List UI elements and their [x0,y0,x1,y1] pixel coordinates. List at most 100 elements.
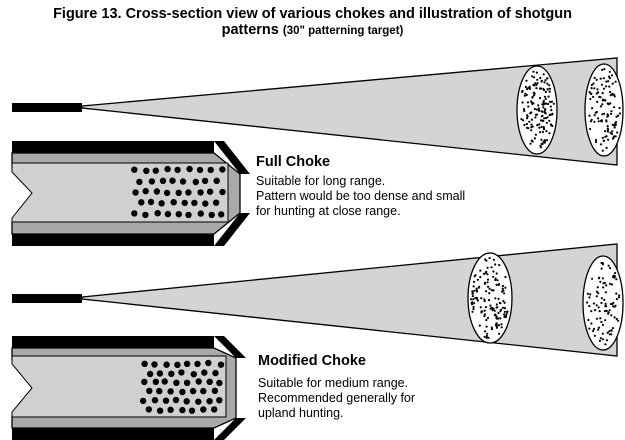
shot-pellet [145,406,152,413]
pattern-pellet [609,131,612,134]
pattern-pellet [487,336,490,339]
pattern-pellet [604,135,607,138]
pattern-pellet [600,267,603,270]
pattern-pellet [530,118,534,121]
pattern-pellet [601,68,604,71]
pattern-pellet [543,109,546,112]
pattern-pellet [600,297,604,300]
shot-pellet [146,387,153,395]
pattern-pellet [603,298,606,301]
pattern-pellet [499,310,502,313]
shot-pellet [141,360,148,367]
pattern-pellet [615,115,618,118]
pattern-pellet [544,97,547,101]
pattern-pellet [611,137,615,140]
pattern-pellet [471,292,474,295]
shot-pellet [200,387,207,395]
pattern-pellet [537,107,541,110]
pattern-pellet [503,310,506,313]
pattern-pellet [485,270,488,273]
shot-pellet [132,189,139,196]
pattern-pellet [611,82,614,85]
pattern-pellet [590,322,593,325]
pattern-pellet [492,275,495,278]
pattern-pellet [525,79,528,82]
pattern-pellet [483,315,486,318]
pattern-pellet [521,101,524,104]
shot-pellet [194,360,201,368]
pattern-pellet [590,83,594,87]
pattern-pellet [604,305,607,308]
pattern-pellet [614,272,617,275]
pattern-pellet [604,130,607,133]
pattern-pellet [601,92,604,95]
pattern-pellet [545,130,548,133]
pattern-pellet [535,87,538,90]
pattern-pellet [540,79,544,82]
shot-pellet [197,210,204,217]
pattern-pellet [490,326,493,329]
pattern-pellet [488,287,491,290]
pattern-pellet [531,96,534,99]
pattern-pellet [481,310,484,313]
pattern-pellet [552,102,555,105]
pattern-pellet [499,302,502,305]
shot-pellet [216,379,223,387]
shot-pellet [196,166,204,174]
pattern-pellet [601,277,605,280]
pattern-pellet [470,298,473,301]
shot-pellet [175,189,182,196]
pattern-pellet [546,102,550,106]
pattern-pellet [597,306,600,309]
shot-pellet [151,361,158,368]
shot-pellet [207,166,214,174]
pattern-pellet [597,328,600,331]
figure-title-subtitle: (30" patterning target) [282,25,404,37]
pattern-pellet [538,87,542,90]
pattern-pellet [593,334,596,337]
pattern-pellet [531,75,534,78]
modified-choke-heading: Modified Choke [258,353,366,369]
pattern-pellet [548,114,551,117]
pattern-pellet [525,93,528,96]
pattern-pellet [611,327,615,330]
pattern-pellet [501,306,505,309]
pattern-pellet [612,274,615,277]
shot-pellet [183,398,190,405]
shot-pellet [169,177,176,184]
pattern-pellet [599,143,603,146]
pattern-pellet [522,119,525,122]
shot-pellet [185,211,192,219]
pattern-pellet [520,118,523,121]
pattern-pellet [533,137,537,140]
shot-pellet [147,370,154,378]
pattern-pellet [614,124,617,127]
pattern-pellet [499,317,502,320]
pattern-pellet [540,142,543,145]
pattern-pellet [540,125,543,128]
modified-pattern-near [467,252,513,344]
pattern-pellet [505,312,508,315]
pattern-pellet [541,130,545,133]
pattern-pellet [538,123,541,126]
pattern-pellet [530,101,533,104]
pattern-pellet [601,332,604,335]
pattern-pellet [534,113,538,116]
pattern-pellet [595,304,598,307]
pattern-pellet [471,303,474,306]
pattern-pellet [586,301,589,304]
pattern-pellet [534,116,537,119]
pattern-pellet [478,285,481,288]
pattern-pellet [525,122,529,126]
pattern-pellet [498,332,501,335]
pattern-pellet [602,77,605,80]
pattern-pellet [495,272,498,275]
shot-pellet [192,178,199,186]
pattern-pellet [497,283,501,286]
pattern-pellet [483,335,486,338]
pattern-pellet [544,112,547,115]
modified-barrel-muzzle [12,294,82,303]
shot-pellet [183,360,191,367]
pattern-pellet [603,310,607,313]
